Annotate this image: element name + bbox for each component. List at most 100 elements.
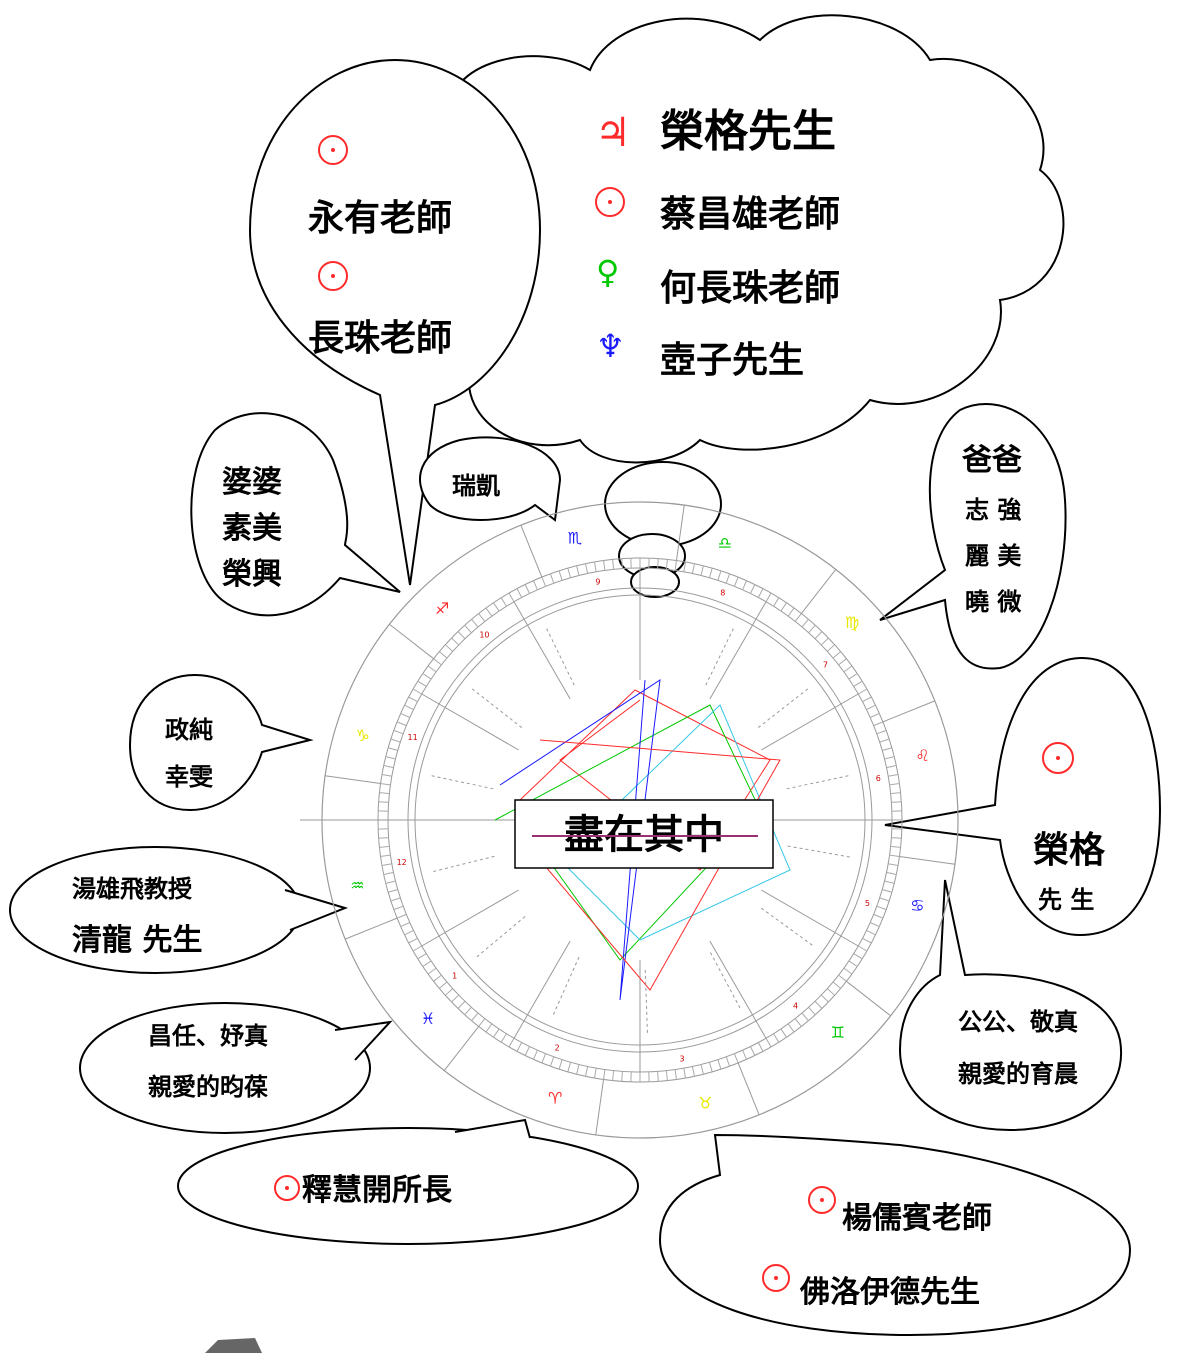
bubble-changren-line1: 昌任、妤真 (148, 1022, 268, 1050)
house-number: 6 (876, 774, 881, 783)
wheel-tick (708, 1062, 713, 1072)
sign-divider (675, 505, 685, 561)
wheel-tick (385, 756, 396, 760)
wheel-tick (888, 774, 899, 777)
wheel-tick (500, 1033, 507, 1043)
wheel-tick (876, 905, 887, 911)
bubble-zhengchun (128, 673, 314, 812)
wheel-tick (576, 1064, 580, 1075)
wheel-tick (725, 1056, 731, 1067)
wheel-tick (400, 712, 410, 718)
wheel-tick (757, 1042, 764, 1052)
jupiter-icon: ♃ (595, 110, 631, 156)
house-number: 11 (408, 733, 418, 742)
wheel-tick (478, 613, 486, 622)
wheel-tick (765, 1037, 772, 1048)
house-cusp (513, 940, 571, 1039)
sign-divider (520, 524, 543, 578)
wheel-tick (683, 1068, 686, 1079)
bubble-ruikai-text: 瑞凱 (452, 472, 500, 500)
wheel-tick (873, 913, 884, 919)
wheel-tick (891, 837, 902, 839)
wheel-tick (485, 1023, 493, 1033)
bubble-gonggong (898, 879, 1123, 1132)
wheel-tick (691, 563, 695, 574)
sun-icon (595, 187, 625, 217)
wheel-tick (882, 747, 892, 752)
wheel-tick (857, 945, 868, 952)
planet-leader (470, 687, 523, 729)
cloud-row1-text: 榮格先生 (660, 106, 836, 157)
bubble-popo-line1: 婆婆 (222, 465, 282, 500)
wheel-tick (621, 558, 623, 569)
planet-leader (787, 845, 852, 858)
bubble-baba-line2: 志 強 (965, 496, 1021, 524)
wheel-tick (380, 783, 391, 786)
wheel-tick (889, 854, 900, 857)
cloud-row2-text: 蔡昌雄老師 (660, 194, 840, 235)
planet-leader (429, 774, 494, 790)
sun-icon (318, 261, 348, 291)
wheel-tick (576, 565, 580, 576)
house-number: 9 (595, 578, 600, 587)
planet-leader (545, 626, 575, 686)
zodiac-sign-glyph: ♌ (915, 746, 929, 765)
wheel-tick (451, 994, 460, 1003)
wheel-tick (857, 688, 868, 695)
wheel-tick (508, 1037, 515, 1048)
zodiac-sign-glyph: ♈ (548, 1088, 562, 1107)
bubble-changren (79, 1002, 393, 1134)
zodiac-sign-glyph: ♓ (421, 1009, 435, 1028)
wheel-tick (433, 974, 442, 982)
wheel-tick (657, 558, 659, 569)
wheel-tick (381, 774, 392, 777)
wheel-tick (733, 1053, 739, 1064)
wheel-tick (532, 580, 538, 590)
wheel-tick (516, 1042, 523, 1052)
wheel-tick (890, 845, 901, 848)
sign-divider (899, 855, 955, 865)
planet-leader (705, 626, 735, 686)
wheel-tick (567, 568, 572, 578)
wheel-tick (393, 905, 404, 911)
corner-fragment (205, 1338, 262, 1353)
wheel-tick (882, 888, 892, 893)
wheel-tick (750, 1046, 756, 1056)
wheel-tick (417, 680, 427, 687)
wheel-tick (408, 937, 418, 944)
sign-divider (595, 1079, 605, 1135)
bubble-yang (658, 1133, 1132, 1337)
wheel-tick (524, 584, 530, 594)
cloud-row4-text: 壺子先生 (660, 340, 804, 381)
sign-divider (325, 775, 381, 785)
wheel-tick (444, 988, 454, 996)
wheel-tick (888, 863, 899, 866)
wheel-tick (478, 1018, 486, 1027)
wheel-tick (665, 559, 668, 570)
wheel-tick (876, 729, 887, 735)
wheel-tick (390, 897, 401, 902)
bubble-baba-line1: 爸爸 (961, 443, 1022, 478)
wheel-tick (457, 631, 466, 640)
wheel-tick (603, 560, 606, 571)
bubble-rongge (884, 656, 1162, 937)
wheel-tick (508, 592, 515, 603)
wheel-tick (879, 897, 890, 902)
house-cusp (421, 889, 520, 947)
wheel-tick (464, 1006, 472, 1016)
wheel-tick (879, 738, 890, 743)
wheel-tick (378, 801, 389, 803)
house-cusp (421, 693, 520, 751)
wheel-tick (438, 651, 448, 659)
wheel-tick (378, 837, 389, 839)
sun-icon (762, 1264, 790, 1292)
wheel-tick (585, 563, 589, 574)
house-number: 7 (823, 660, 828, 669)
planet-leader (552, 956, 580, 1017)
wheel-tick (396, 913, 407, 919)
zodiac-sign-glyph: ♏ (568, 528, 582, 547)
wheel-tick (832, 651, 842, 659)
wheel-tick (674, 560, 677, 571)
wheel-tick (383, 871, 394, 875)
